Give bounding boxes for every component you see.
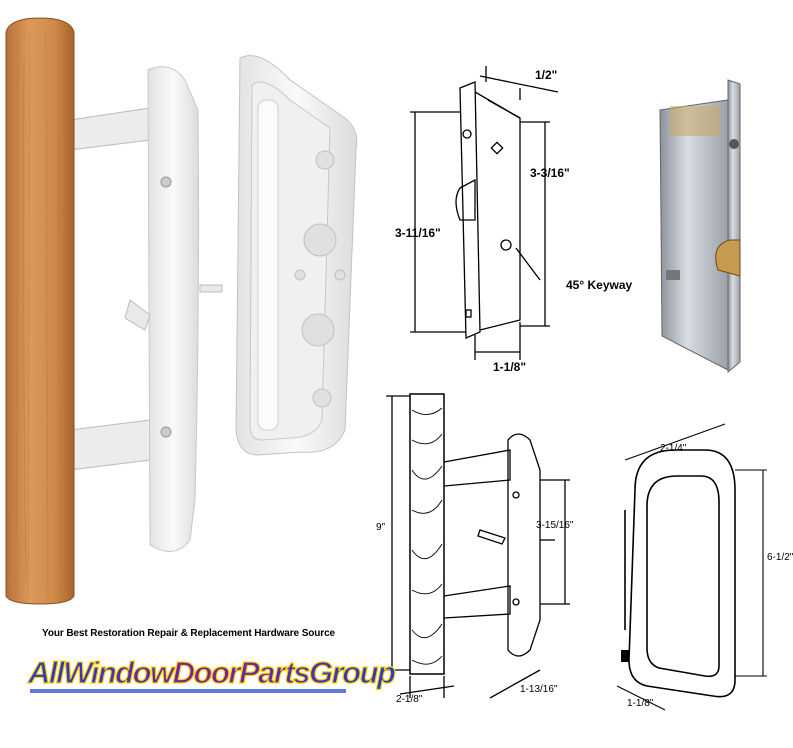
dim-pull-width: 2-1/4" bbox=[660, 443, 687, 454]
lock-body bbox=[659, 99, 729, 371]
dim-lock-width: 1/2" bbox=[535, 68, 558, 82]
dim-lock-keyway: 45° Keyway bbox=[566, 278, 633, 292]
keyway-slot bbox=[666, 270, 680, 280]
handle-bar-outline bbox=[409, 393, 445, 675]
screw-hole bbox=[160, 176, 172, 188]
dim-lock-hole-spacing: 3-3/16" bbox=[530, 166, 570, 180]
dim-handle-width: 2-1/8" bbox=[396, 694, 423, 705]
dim-pull-height: 6-1/2" bbox=[767, 552, 793, 563]
dim-handle-hole-spacing: 3-15/16" bbox=[536, 520, 574, 531]
handle-dimension-diagram bbox=[386, 393, 570, 699]
thumb-latch bbox=[124, 299, 151, 331]
dim-pull-depth: 1-1/8" bbox=[627, 698, 654, 709]
handle-arm-bottom bbox=[69, 419, 151, 471]
brass-part bbox=[670, 106, 720, 136]
dim-handle-depth: 1-13/16" bbox=[520, 684, 558, 695]
dim-lock-depth: 1-1/8" bbox=[493, 360, 527, 374]
dim-handle-height: 9" bbox=[376, 522, 386, 533]
faceplate-hole bbox=[729, 139, 739, 149]
brand-logo: AllWindowDoorPartsGroup bbox=[26, 654, 397, 693]
lock-faceplate bbox=[727, 79, 741, 374]
handle-bar-grain bbox=[411, 407, 443, 665]
dim-lock-height-total: 3-11/16" bbox=[395, 226, 441, 240]
pull-dimension-diagram bbox=[616, 423, 767, 711]
handle-arm-top bbox=[69, 107, 151, 151]
mortise-lock-photo bbox=[659, 79, 741, 374]
lock-hook bbox=[715, 239, 741, 277]
brand-tagline: Your Best Restoration Repair & Replaceme… bbox=[42, 628, 335, 639]
mortise-lock-diagram bbox=[410, 66, 559, 360]
wood-grain bbox=[15, 29, 61, 599]
screw-hole bbox=[160, 426, 172, 438]
brand-underline bbox=[30, 689, 346, 693]
brand-logo-text: AllWindowDoorPartsGroup bbox=[27, 655, 395, 690]
latch-pin bbox=[199, 284, 223, 293]
wood-handle-bar bbox=[5, 17, 75, 605]
handle-mount bbox=[147, 66, 200, 552]
pull-pin bbox=[621, 650, 629, 662]
escutcheon-bosses bbox=[294, 150, 346, 408]
escutcheon-grip bbox=[257, 99, 279, 431]
handle-set-photo bbox=[5, 17, 358, 605]
